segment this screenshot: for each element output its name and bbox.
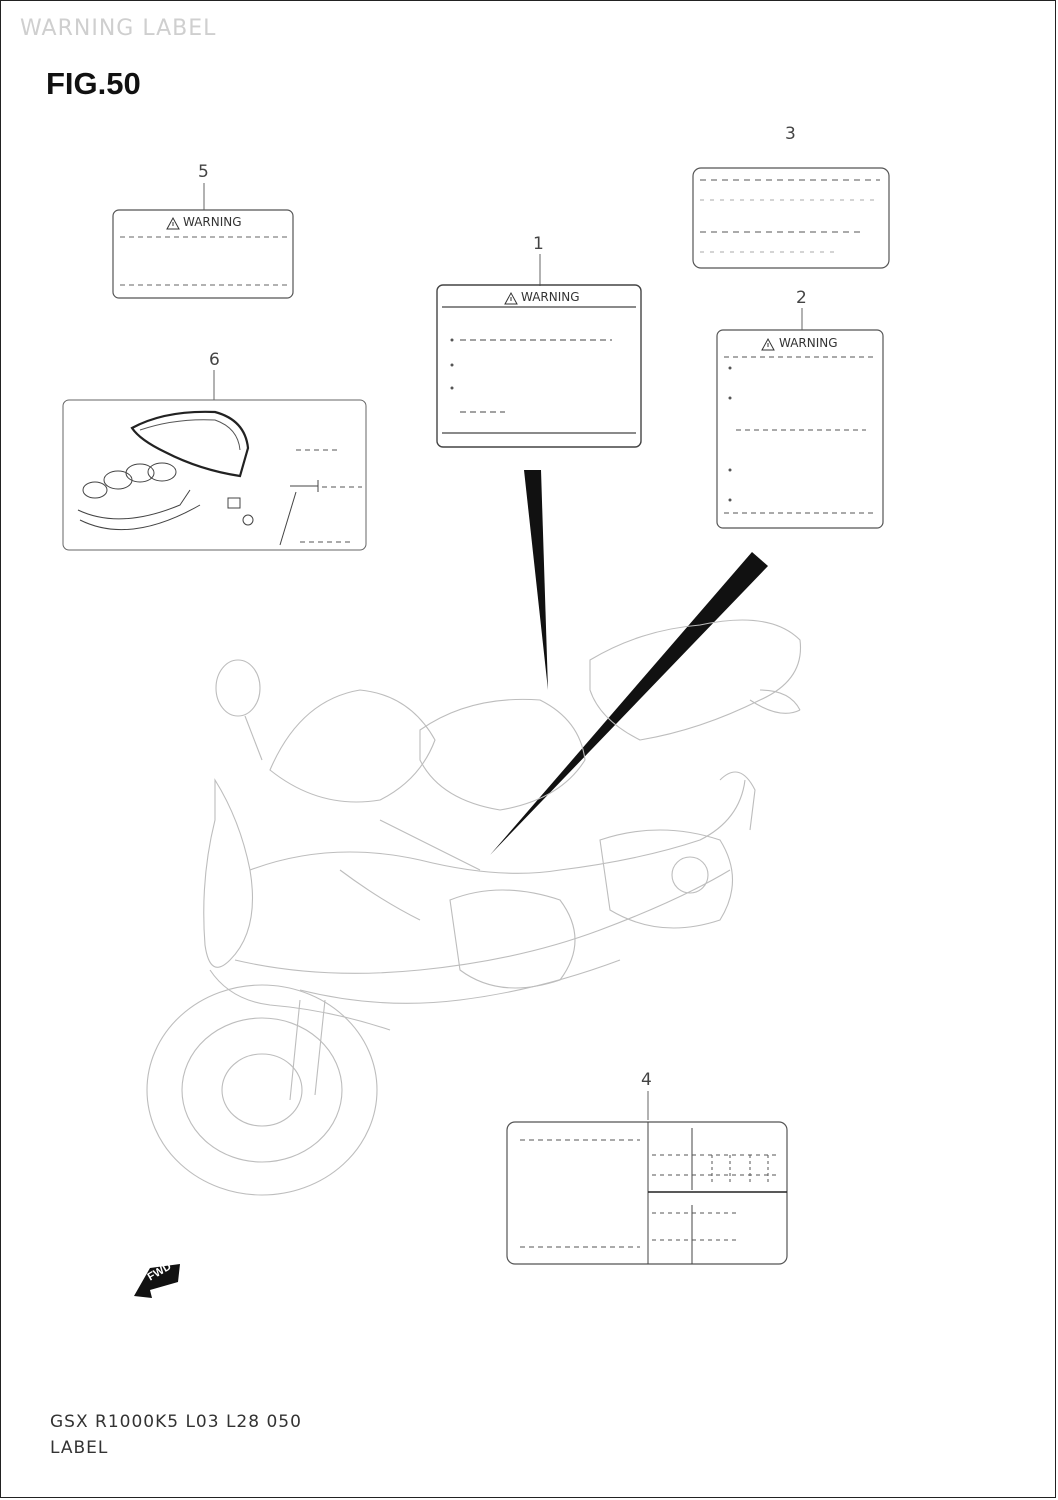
motorcycle-outline [146,619,802,1196]
label-1 [436,284,642,448]
label-5 [112,209,294,299]
part-group: LABEL [50,1438,109,1458]
label-3 [692,167,890,269]
label-5-warning-text: WARNING [183,215,242,229]
warning-triangle-icon [761,337,775,351]
callout-4: 4 [641,1070,652,1090]
figure-title: FIG.50 [46,66,141,101]
pointer-wedge-label-1 [524,470,548,690]
label-2 [716,329,884,529]
fwd-arrow-icon [134,1264,180,1298]
callout-6: 6 [209,350,220,370]
callout-2: 2 [796,288,807,308]
pointer-wedge-label-2 [490,552,768,855]
section-title: WARNING LABEL [20,16,217,41]
label-6 [62,399,367,551]
warning-triangle-icon [504,291,518,305]
model-code: GSX R1000K5 L03 L28 050 [50,1412,302,1432]
label-2-warning-text: WARNING [779,336,838,350]
callout-3: 3 [785,124,796,144]
label-1-warning-text: WARNING [521,290,580,304]
callout-5: 5 [198,162,209,182]
callout-1: 1 [533,234,544,254]
label-4 [506,1121,788,1265]
warning-triangle-icon [166,216,180,230]
